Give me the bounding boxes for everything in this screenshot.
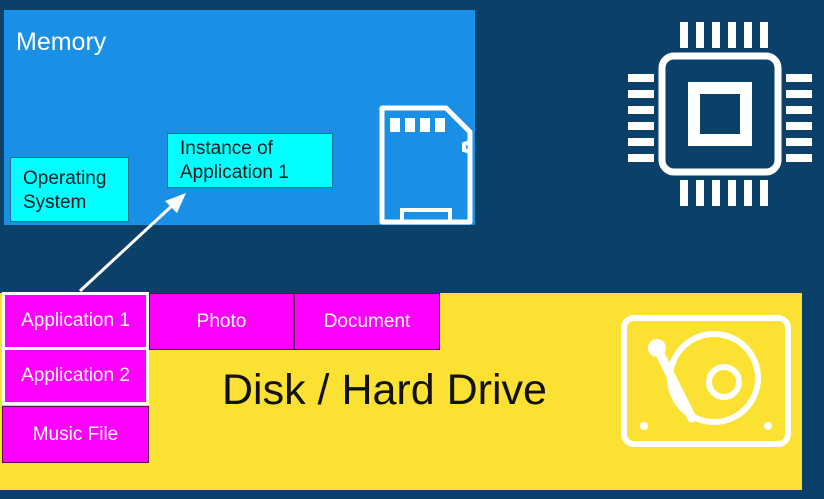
instance-box: Instance of Application 1 <box>167 133 333 188</box>
application-2-box: Application 2 <box>2 347 149 405</box>
memory-title: Memory <box>16 28 107 56</box>
music-file-box: Music File <box>2 406 149 463</box>
application-1-box: Application 1 <box>2 292 149 350</box>
instance-label-line2: Application 1 <box>180 162 289 183</box>
operating-system-label-line2: System <box>23 192 87 213</box>
cpu-chip-icon <box>628 22 812 206</box>
hard-drive-icon <box>621 315 791 447</box>
disk-title: Disk / Hard Drive <box>222 366 547 414</box>
operating-system-label-line1: Operating <box>23 168 107 189</box>
document-file-box: Document <box>294 293 440 350</box>
operating-system-box: Operating System <box>10 157 129 222</box>
sd-card-icon <box>379 105 473 225</box>
photo-file-box: Photo <box>149 293 294 350</box>
instance-label-line1: Instance of <box>180 138 273 159</box>
